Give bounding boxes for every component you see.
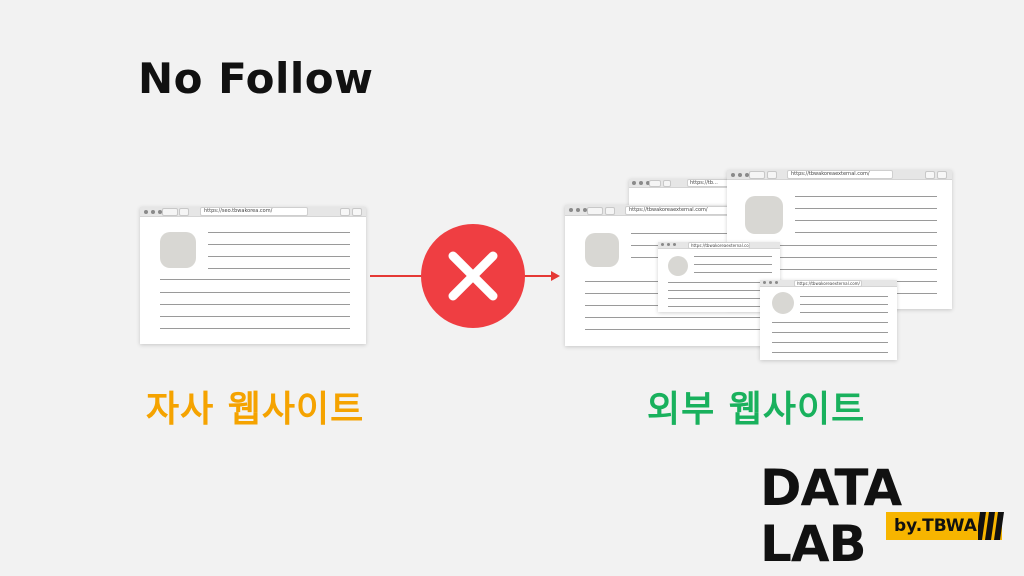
logo-main-text: DATA LAB: [760, 459, 902, 573]
datalab-logo: DATA LAB by.TBWA: [760, 460, 1006, 572]
arrow-head: [551, 271, 560, 281]
external-website-url: https://tbwakoreaexternal.com/: [797, 281, 860, 286]
image-placeholder: [772, 292, 794, 314]
stripes-icon: [978, 512, 1004, 540]
image-placeholder: [160, 232, 196, 268]
x-mark-icon: [421, 224, 525, 328]
logo-badge-text: by.TBWA: [894, 516, 977, 536]
external-website-window: https://tbwakoreaexternal.com/: [760, 280, 897, 360]
image-placeholder: [745, 196, 783, 234]
page-title: No Follow: [138, 54, 374, 103]
own-website-label: 자사 웹사이트: [146, 389, 365, 430]
external-website-url: https://tbwakoreaexternal.com/: [629, 207, 708, 213]
external-website-window: https://tbwakoreaexternal.com/: [658, 242, 780, 312]
external-website-url: https://tbwakoreaexternal.com/: [791, 171, 870, 177]
image-placeholder: [585, 233, 619, 267]
external-website-label: 외부 웹사이트: [647, 389, 866, 430]
own-website-url: https://seo.tbwakorea.com/: [204, 208, 273, 214]
image-placeholder: [668, 256, 688, 276]
own-website-window: https://seo.tbwakorea.com/: [140, 207, 366, 344]
external-website-url: https://tbwakoreaexternal.com/: [691, 243, 750, 248]
external-website-url: https://tb...: [690, 180, 718, 186]
